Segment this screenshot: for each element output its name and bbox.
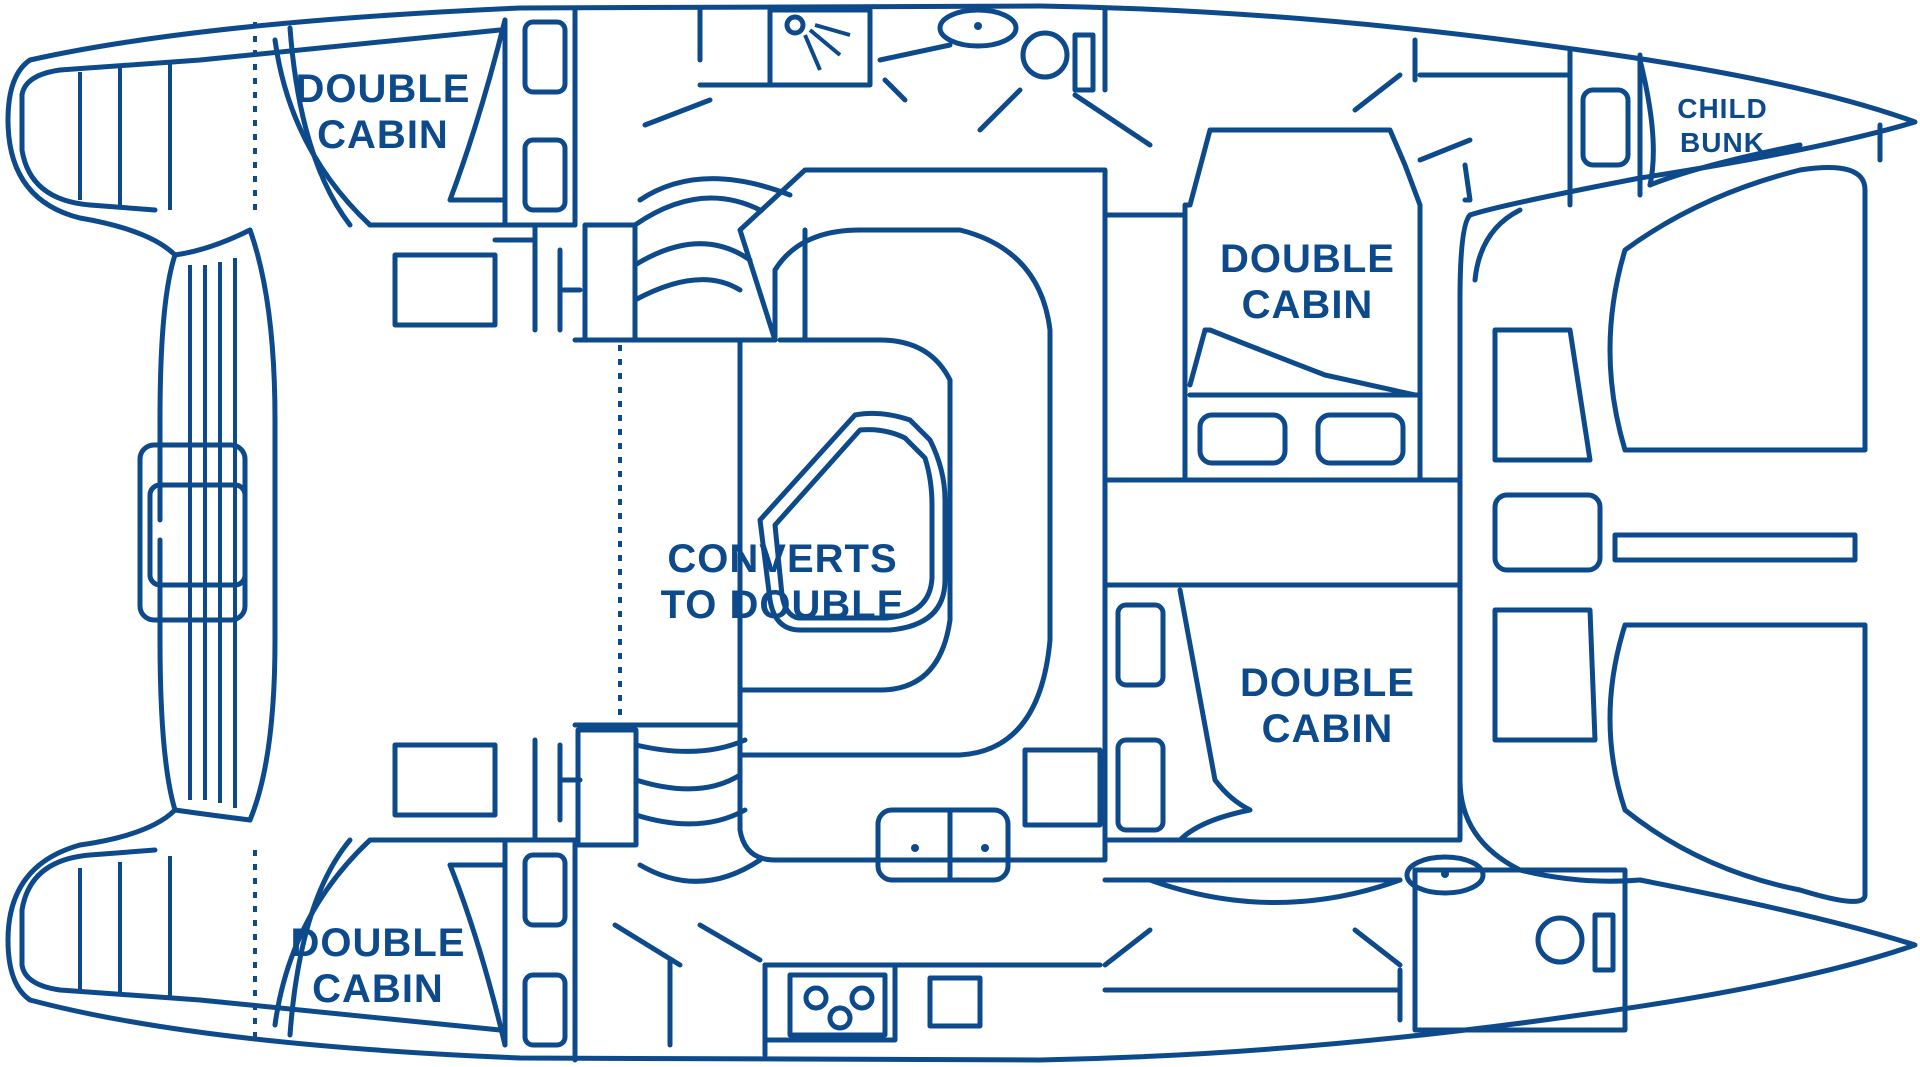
label-line: DOUBLE bbox=[290, 921, 466, 965]
label-upper-right-cabin: DOUBLE CABIN bbox=[1200, 236, 1415, 328]
lower-right-cabin bbox=[1102, 582, 1463, 1023]
label-line: CONVERTS bbox=[667, 537, 898, 581]
label-line: DOUBLE bbox=[1220, 237, 1395, 281]
label-line: CABIN bbox=[1241, 283, 1374, 327]
label-saloon-converts: CONVERTS TO DOUBLE bbox=[640, 536, 925, 628]
label-line: DOUBLE bbox=[1240, 661, 1415, 705]
label-line: BUNK bbox=[1680, 126, 1765, 158]
label-lower-right-cabin: DOUBLE CABIN bbox=[1220, 660, 1435, 752]
label-line: DOUBLE bbox=[295, 67, 471, 111]
bottom-right-heads bbox=[1404, 854, 1628, 1033]
aft-cockpit bbox=[1492, 327, 1858, 743]
trampoline-netting bbox=[1607, 165, 1868, 904]
top-left-cabin bbox=[287, 7, 583, 333]
label-line: CABIN bbox=[317, 113, 449, 157]
label-line: CHILD bbox=[1677, 93, 1768, 124]
label-top-left-cabin: DOUBLE CABIN bbox=[278, 66, 488, 158]
saloon-companionways bbox=[572, 176, 793, 884]
label-child-bunk: CHILD BUNK bbox=[1660, 92, 1785, 159]
bridgedeck-edges bbox=[272, 37, 1643, 1028]
label-line: TO DOUBLE bbox=[660, 583, 905, 627]
label-bottom-left-cabin: DOUBLE CABIN bbox=[273, 920, 483, 1012]
saloon-settee bbox=[612, 167, 1108, 1058]
child-bunk-area bbox=[1567, 47, 1883, 208]
label-line: CABIN bbox=[1261, 707, 1394, 751]
label-line: CABIN bbox=[312, 967, 444, 1011]
top-center-facilities bbox=[642, 7, 1153, 148]
